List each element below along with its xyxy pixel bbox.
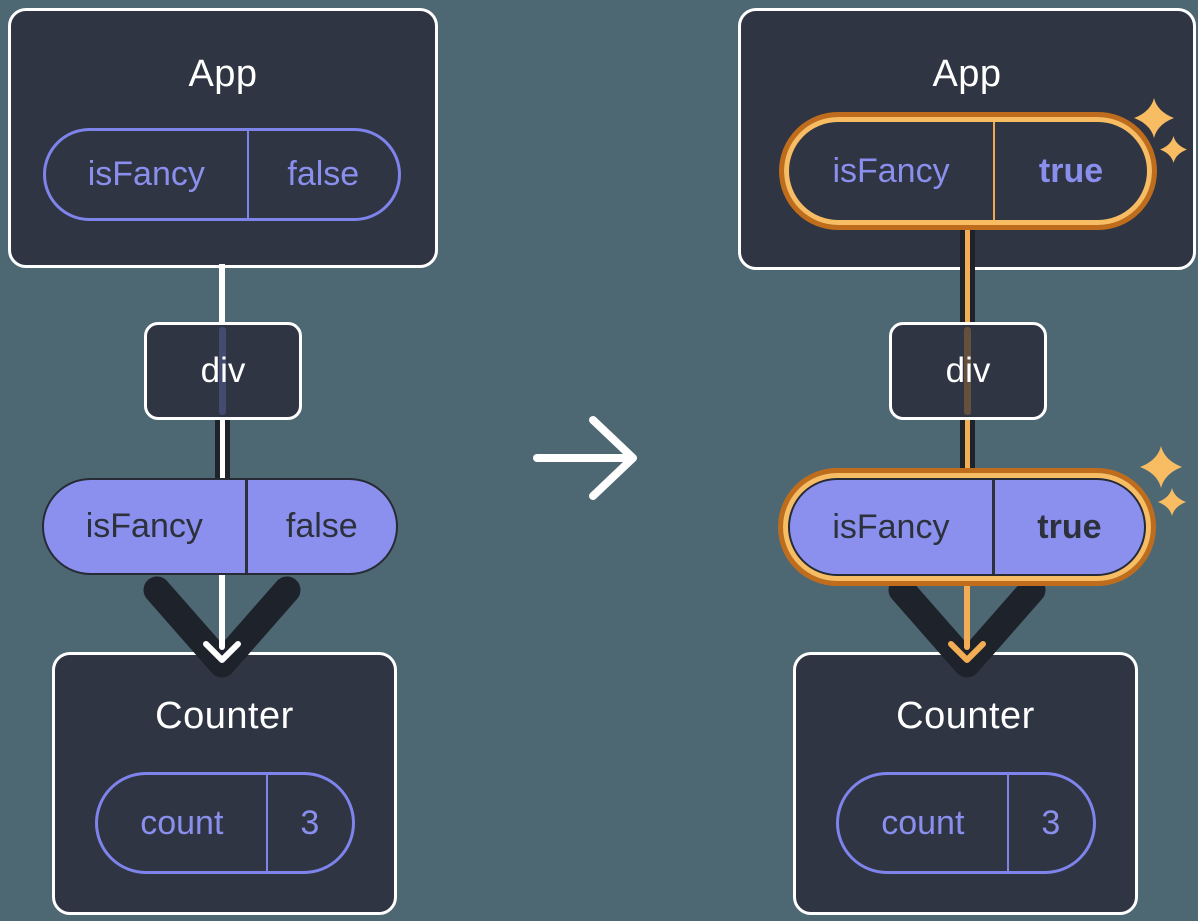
div-node-right: div bbox=[889, 322, 1047, 420]
prop-value: false bbox=[285, 507, 358, 545]
tree-edge-app-div-left bbox=[219, 264, 225, 326]
prop-flow-core bbox=[965, 417, 970, 480]
prop-pill-app-right-highlighted: isFancy true bbox=[779, 112, 1157, 230]
prop-flow-arrowhead-right-icon bbox=[888, 571, 1046, 678]
state-value: 3 bbox=[1041, 803, 1061, 842]
component-title: Counter bbox=[896, 695, 1035, 737]
prop-name: isFancy bbox=[46, 131, 249, 218]
prop-pill-app-right: isFancy true bbox=[789, 122, 1147, 220]
highlight-ring: isFancy true bbox=[784, 117, 1152, 225]
sparkle-icon bbox=[1134, 98, 1174, 138]
transition-arrow-icon bbox=[533, 416, 637, 500]
counter-component-card-left: Counter count 3 bbox=[52, 652, 397, 915]
prop-value: true bbox=[1037, 507, 1102, 546]
prop-name: isFancy bbox=[44, 480, 248, 573]
sparkle-icon bbox=[1158, 488, 1186, 516]
prop-value: false bbox=[287, 155, 360, 193]
highlight-ring: isFancy true bbox=[783, 473, 1151, 581]
prop-flow-core bbox=[220, 417, 225, 480]
prop-value: true bbox=[1038, 151, 1104, 190]
prop-flow-line-right-lower bbox=[960, 417, 975, 480]
prop-flow-through-stripe bbox=[964, 327, 971, 415]
component-title: App bbox=[932, 53, 1002, 95]
prop-pill-app-left: isFancy false bbox=[43, 128, 401, 221]
state-name: count bbox=[839, 775, 1009, 871]
prop-flow-arrowhead-left-icon bbox=[143, 571, 301, 678]
prop-flow-line-right-upper bbox=[960, 228, 975, 324]
div-node-label: div bbox=[200, 351, 246, 390]
div-node-left: div bbox=[144, 322, 302, 420]
state-value: 3 bbox=[300, 803, 320, 842]
sparkle-icon bbox=[1140, 446, 1182, 488]
state-pill-counter-left: count 3 bbox=[95, 772, 355, 874]
state-name: count bbox=[98, 775, 268, 871]
prop-name: isFancy bbox=[790, 480, 995, 574]
counter-component-card-right: Counter count 3 bbox=[793, 652, 1138, 915]
div-node-label: div bbox=[945, 351, 991, 390]
prop-name: isFancy bbox=[789, 122, 996, 220]
component-title: App bbox=[188, 53, 258, 95]
sparkle-icon bbox=[1160, 136, 1187, 163]
prop-pill-passed-right: isFancy true bbox=[788, 478, 1146, 576]
prop-flow-core bbox=[965, 228, 970, 324]
component-title: Counter bbox=[155, 695, 294, 737]
app-component-card-left: App isFancy false bbox=[8, 8, 438, 268]
state-pill-counter-right: count 3 bbox=[836, 772, 1096, 874]
prop-flow-line-left bbox=[215, 417, 230, 480]
prop-pill-passed-right-highlighted: isFancy true bbox=[778, 468, 1156, 586]
prop-pill-passed-left: isFancy false bbox=[42, 478, 398, 575]
prop-flow-through-stripe bbox=[219, 327, 226, 415]
